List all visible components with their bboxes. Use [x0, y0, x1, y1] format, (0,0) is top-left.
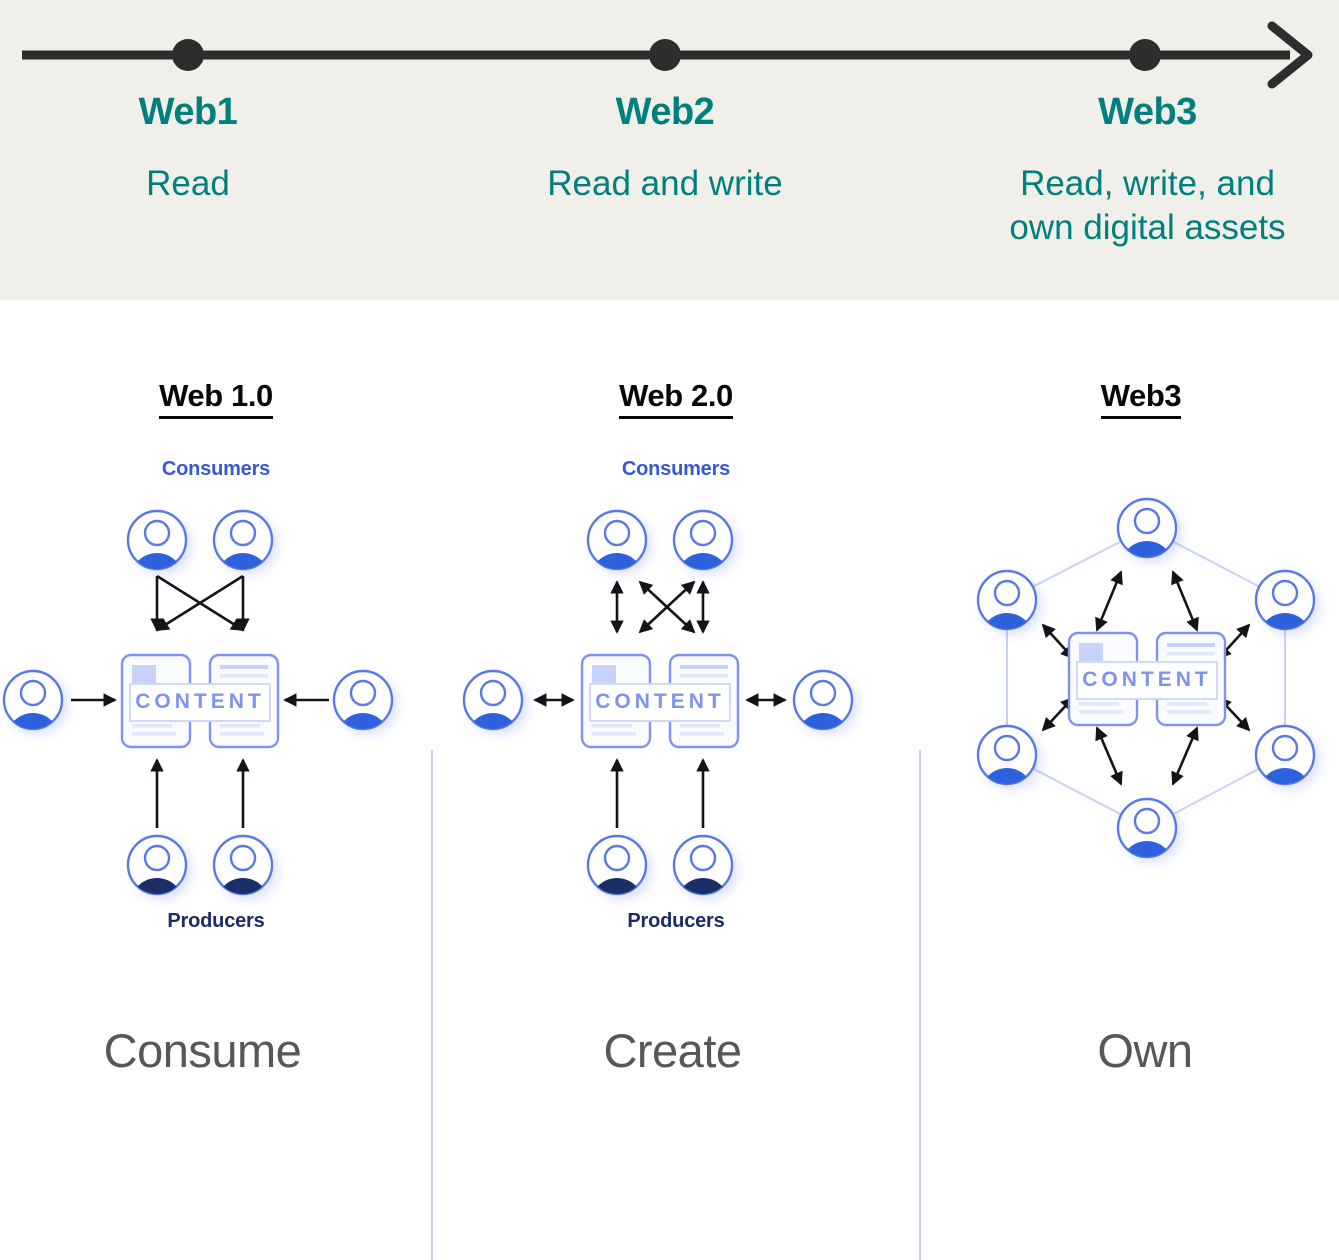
content-card-label: CONTENT — [595, 690, 725, 713]
timeline-stop-subtitle: Read — [146, 163, 230, 203]
avatar — [1118, 499, 1176, 587]
panel-divider-1 — [431, 750, 433, 1260]
avatar — [1256, 726, 1314, 814]
avatar — [464, 671, 522, 759]
panel-web2: Web 2.0 Consumers Producers CONTENT — [460, 300, 892, 1000]
avatar — [128, 836, 186, 924]
producers-label: Producers — [167, 910, 265, 932]
panel-title-web3: Web3 — [925, 378, 1339, 419]
panel-web1: Web 1.0 Consumers Producers CONTENT — [0, 300, 432, 1000]
panel-title-web1: Web 1.0 — [0, 378, 432, 419]
timeline-stop-title: Web1 — [138, 91, 238, 133]
panel-title-text: Web3 — [1100, 378, 1182, 419]
consumers-label: Consumers — [161, 458, 271, 480]
panel-title-text: Web 1.0 — [159, 378, 273, 419]
timeline-stop-subtitle: Read, write, and own digital assets — [1009, 163, 1286, 247]
panel-title-web2: Web 2.0 — [460, 378, 892, 419]
avatar — [794, 671, 852, 759]
flow-arrows — [610, 580, 710, 634]
producer-arrows — [150, 758, 250, 828]
consumers-label: Consumers — [621, 458, 731, 480]
web3-topology-svg: CONTENT — [925, 300, 1339, 1000]
timeline-stop-web3: Web3 Read, write, and own digital assets — [955, 91, 1339, 249]
arrow-right-icon — [1267, 21, 1313, 89]
panel-divider-2 — [919, 750, 921, 1260]
panel-web3: Web3 — [925, 300, 1339, 1000]
avatar — [1118, 799, 1176, 887]
caption-consume: Consume — [103, 1024, 302, 1077]
caption-create: Create — [603, 1024, 742, 1077]
timeline-stop-title: Web2 — [615, 91, 715, 133]
timeline-stop-title: Web3 — [1098, 91, 1197, 133]
avatar — [978, 726, 1036, 814]
avatar — [214, 836, 272, 924]
panel-title-text: Web 2.0 — [619, 378, 733, 419]
flow-arrows — [150, 574, 250, 632]
producer-arrows — [610, 758, 710, 828]
avatar — [334, 671, 392, 759]
web2-topology-svg: CONTENT — [460, 300, 892, 1000]
timeline-stop-web2: Web2 Read and write — [515, 91, 815, 206]
timeline-dot-web2 — [649, 39, 681, 71]
timeline-stop-subtitle: Read and write — [547, 163, 783, 203]
timeline-dot-web3 — [1129, 39, 1161, 71]
avatar — [588, 836, 646, 924]
timeline-axis — [22, 21, 1313, 89]
producers-label: Producers — [627, 910, 725, 932]
web1-topology-svg: CONTENT — [0, 300, 432, 1000]
content-card-label: CONTENT — [135, 690, 265, 713]
avatar — [674, 836, 732, 924]
timeline-stop-web1: Web1 Read — [88, 91, 288, 206]
diagram-panels: Web 1.0 Consumers Producers CONTENT — [0, 300, 1339, 1260]
timeline-header-band: Web1 Read Web2 Read and write Web3 Read,… — [0, 0, 1339, 300]
content-card-label: CONTENT — [1082, 668, 1212, 691]
caption-own: Own — [1097, 1024, 1193, 1077]
avatar — [4, 671, 62, 759]
timeline-dot-web1 — [172, 39, 204, 71]
